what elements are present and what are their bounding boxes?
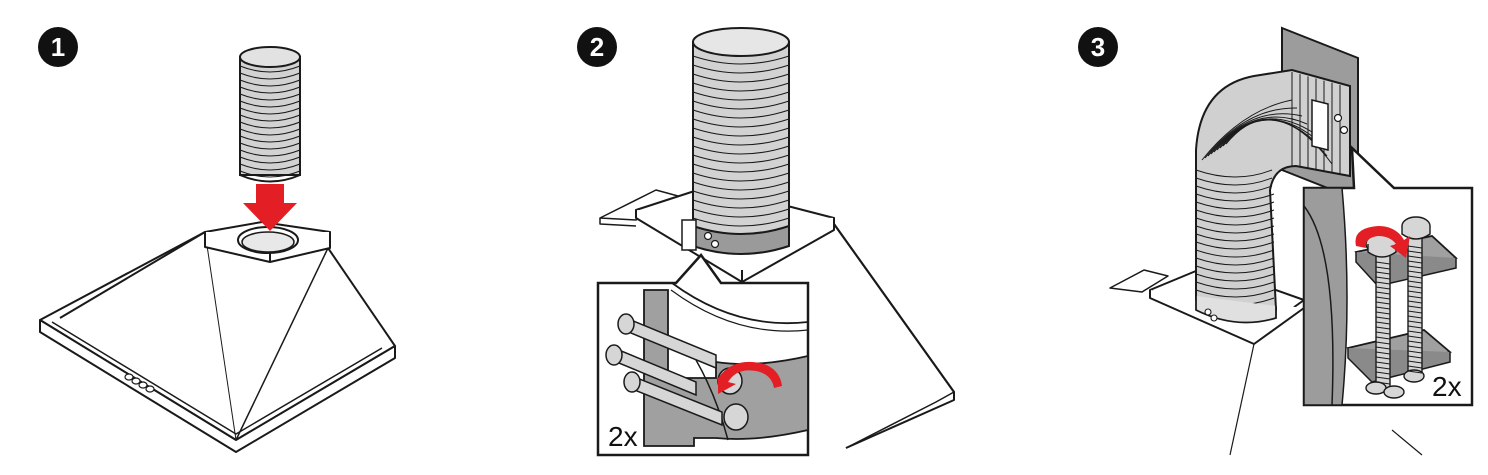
step-3-illustration: 3 [1078, 26, 1474, 456]
clamp-band [681, 219, 790, 255]
rotate-arrow-icon [1355, 226, 1410, 258]
step-3-count-label: 2x [1432, 371, 1462, 402]
step-3-panel: 3 [992, 0, 1488, 475]
step-2-number: 2 [590, 32, 604, 62]
cooker-hood [39, 221, 396, 453]
step-3-number: 3 [1091, 32, 1105, 62]
step-2-illustration: 2 [577, 27, 955, 457]
clamp-detail-callout: 2x [596, 253, 810, 457]
clamp-detail-callout: 2x [1302, 144, 1474, 407]
step-1-number: 1 [51, 32, 65, 62]
down-arrow-icon [243, 184, 297, 231]
step-2-panel: 2 [496, 0, 992, 475]
flexible-duct [1195, 68, 1351, 324]
flexible-duct [692, 27, 790, 239]
control-buttons [124, 373, 155, 393]
step-3-badge: 3 [1078, 27, 1118, 67]
step-2-count-label: 2x [608, 421, 638, 452]
flexible-duct [239, 46, 301, 183]
step-1-panel: 1 [0, 0, 496, 475]
step-1-badge: 1 [38, 27, 78, 67]
duct-opening [237, 226, 299, 254]
rotate-arrow-icon [718, 361, 782, 394]
step-2-badge: 2 [577, 27, 617, 67]
step-1-illustration: 1 [38, 27, 396, 453]
